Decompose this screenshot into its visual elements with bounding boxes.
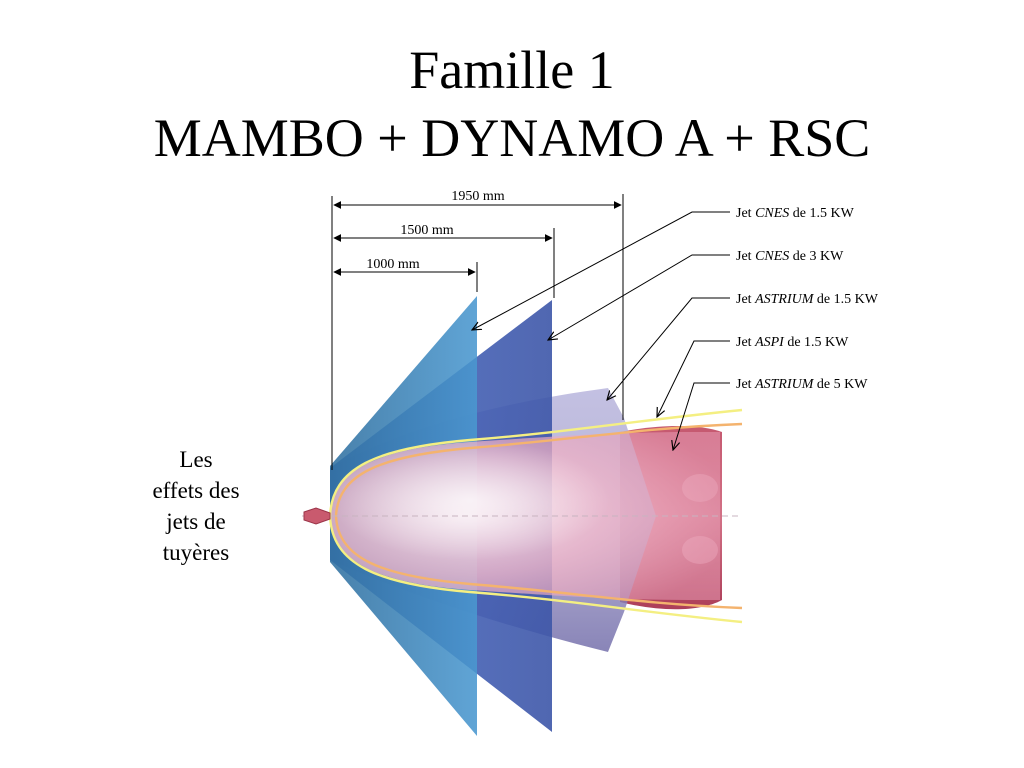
plume-line-aspi	[328, 408, 743, 517]
plume-halo	[330, 440, 610, 560]
leader-cnes-1-5kw	[472, 211, 730, 330]
plume-line-astrium-5kw	[334, 515, 743, 610]
thruster-nozzle-icon	[303, 507, 331, 525]
side-caption-line: jets de	[166, 509, 226, 534]
leader-aspi-1-5kw	[657, 340, 730, 417]
side-caption: Les effets des jets de tuyères	[136, 444, 256, 568]
dimension-label-1500: 1500 mm	[400, 223, 453, 238]
jet-label-astrium-5kw: Jet ASTRIUM de 5 KW	[736, 377, 868, 392]
leader-astrium-1-5kw	[607, 297, 730, 400]
side-caption-line: tuyères	[162, 540, 230, 565]
jet-label-cnes-1-5kw: Jet CNES de 1.5 KW	[736, 206, 855, 221]
dimension-label-1000: 1000 mm	[366, 257, 419, 272]
side-caption-line: Les	[179, 447, 213, 472]
page-subtitle: MAMBO + DYNAMO A + RSC	[153, 108, 871, 168]
jet-label-astrium-1-5kw: Jet ASTRIUM de 1.5 KW	[736, 292, 879, 307]
jet-label-cnes-3kw: Jet CNES de 3 KW	[736, 249, 844, 264]
leader-astrium-5kw	[673, 382, 730, 450]
jet-label-aspi-1-5kw: Jet ASPI de 1.5 KW	[736, 335, 849, 350]
page-title: Famille 1	[409, 40, 615, 100]
leader-cnes-3kw	[548, 254, 730, 340]
plume-line-astrium-5kw	[334, 422, 743, 517]
dimension-label-1950: 1950 mm	[451, 189, 504, 204]
side-caption-line: effets des	[152, 478, 240, 503]
plume-line-aspi	[328, 515, 743, 624]
